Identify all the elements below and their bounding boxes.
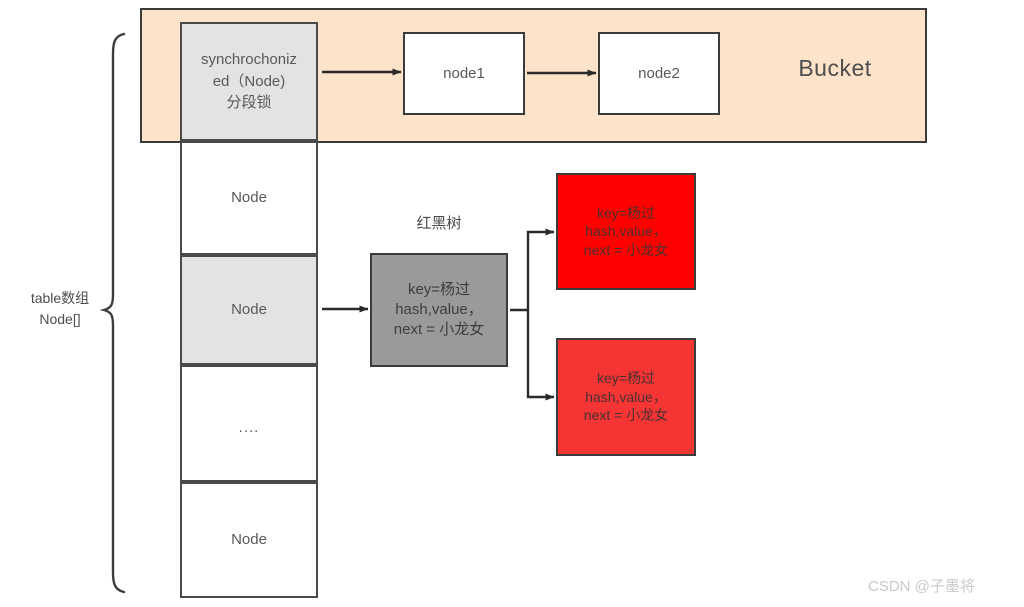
- table-cell-node-3[interactable]: Node: [180, 482, 318, 598]
- arrow-tree-root-to-child-2: [526, 310, 555, 401]
- tree-child-node-2[interactable]: key=杨过 hash,value， next = 小龙女: [556, 338, 696, 456]
- table-cell-node-2[interactable]: Node: [180, 255, 318, 365]
- table-cell-lock[interactable]: synchrochoniz ed（Node) 分段锁: [180, 22, 318, 141]
- tree-root-node[interactable]: key=杨过 hash,value， next = 小龙女: [370, 253, 508, 367]
- table-array-brace: [99, 32, 126, 594]
- table-array-label: table数组 Node[]: [30, 290, 90, 327]
- arrow-tree-root-to-child-1: [526, 228, 555, 310]
- table-cell-ellipsis[interactable]: ....: [180, 365, 318, 482]
- tree-child-node-1[interactable]: key=杨过 hash,value， next = 小龙女: [556, 173, 696, 290]
- ellipsis-text: ....: [238, 418, 260, 436]
- csdn-watermark: CSDN @子墨将: [868, 578, 975, 595]
- chain-node-2[interactable]: node2: [598, 32, 720, 115]
- table-cell-node-1[interactable]: Node: [180, 141, 318, 255]
- bucket-label: Bucket: [798, 55, 872, 81]
- chain-node-1[interactable]: node1: [403, 32, 525, 115]
- red-black-tree-label: 红黑树: [416, 215, 462, 232]
